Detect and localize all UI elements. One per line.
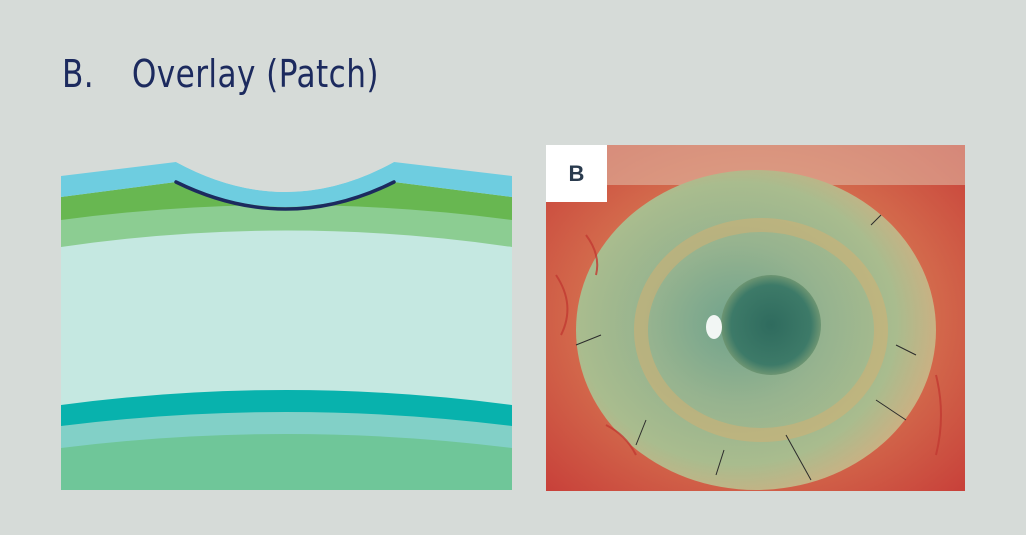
- clinical-eye-photo: B: [546, 145, 965, 491]
- layer-epithelium: [61, 182, 512, 220]
- patch-graft-line: [174, 180, 396, 211]
- panel-title: Overlay (Patch): [131, 52, 379, 96]
- eye-image: [546, 145, 965, 491]
- layer-bottom: [61, 426, 512, 490]
- figure-title: B. Overlay (Patch): [62, 52, 379, 96]
- layer-descemet: [61, 387, 512, 426]
- layer-patch: [61, 162, 512, 207]
- panel-letter: B.: [62, 52, 95, 96]
- layer-stroma: [61, 229, 512, 405]
- layer-bowman: [61, 203, 512, 247]
- photo-panel-badge: B: [546, 145, 607, 202]
